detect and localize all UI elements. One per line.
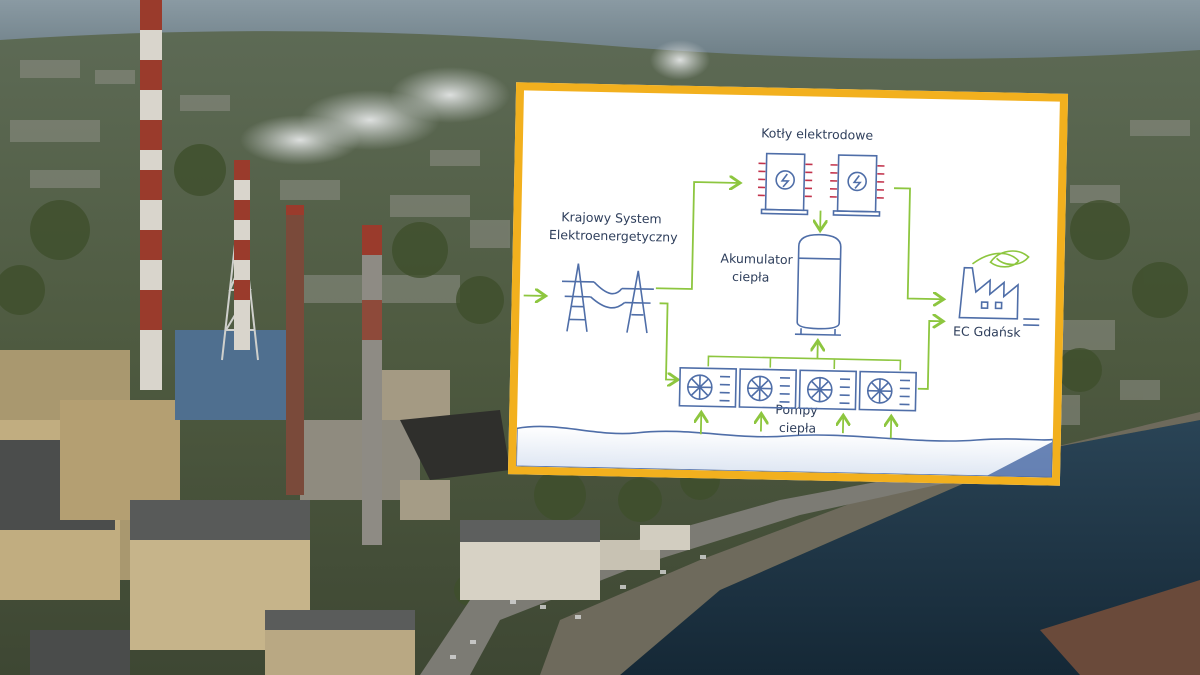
pump-manifold: [707, 355, 902, 371]
boiler-heating-fins: [757, 162, 813, 198]
water-intake-arrows: [701, 412, 891, 439]
factory-icon: [958, 266, 1040, 327]
parked-cars: [450, 555, 706, 659]
plant-buildings: [0, 330, 690, 675]
boiler-heating-fins-2: [829, 164, 885, 199]
heat-pump-icon-4: [858, 370, 917, 412]
plant-label: EC Gdańsk: [953, 323, 1022, 339]
heat-pumps-label-line1: Pompy: [775, 402, 818, 418]
heat-accumulator-icon: [794, 233, 842, 336]
boilers-label: Kotły elektrodowe: [761, 125, 874, 142]
electrode-boiler-icon-2: [832, 154, 881, 217]
arrow-boilers-to-plant: [894, 187, 946, 299]
wave-corner-shade: [986, 441, 1053, 478]
heat-pump-icon-1: [678, 366, 738, 408]
grid-label-line1: Krajowy System: [561, 209, 662, 226]
tree-canopy: [0, 144, 1188, 606]
arrow-to-pumps: [659, 302, 680, 379]
pier: [1040, 580, 1200, 675]
quay: [540, 412, 1200, 675]
chimney-brick: [286, 205, 382, 545]
leaf-smoke-icon: [971, 250, 1030, 268]
grid-label-line2: Elektroenergetyczny: [549, 227, 679, 245]
chimney-tall: [140, 0, 162, 390]
heat-system-diagram: Krajowy System Elektroenergetyczny Kotły…: [507, 82, 1069, 486]
chimney-striped: [234, 160, 250, 350]
accumulator-label-line1: Akumulator: [720, 251, 793, 268]
smoke-plume: [240, 40, 710, 165]
diagram-canvas: Krajowy System Elektroenergetyczny Kotły…: [516, 125, 1054, 478]
water-wave: [516, 425, 1054, 478]
power-pylon-icon: [561, 263, 654, 334]
accumulator-label-line2: ciepła: [732, 269, 769, 285]
heat-pump-icon-3: [798, 369, 858, 411]
arrow-pumps-to-plant: [917, 321, 943, 390]
heat-pumps-label-line2: ciepła: [779, 420, 816, 436]
heat-pump-icon-2: [738, 368, 798, 409]
arrow-to-boilers: [655, 181, 740, 290]
coal-yard: [400, 410, 510, 480]
electrode-boiler-icon: [760, 152, 809, 216]
road: [420, 470, 960, 675]
